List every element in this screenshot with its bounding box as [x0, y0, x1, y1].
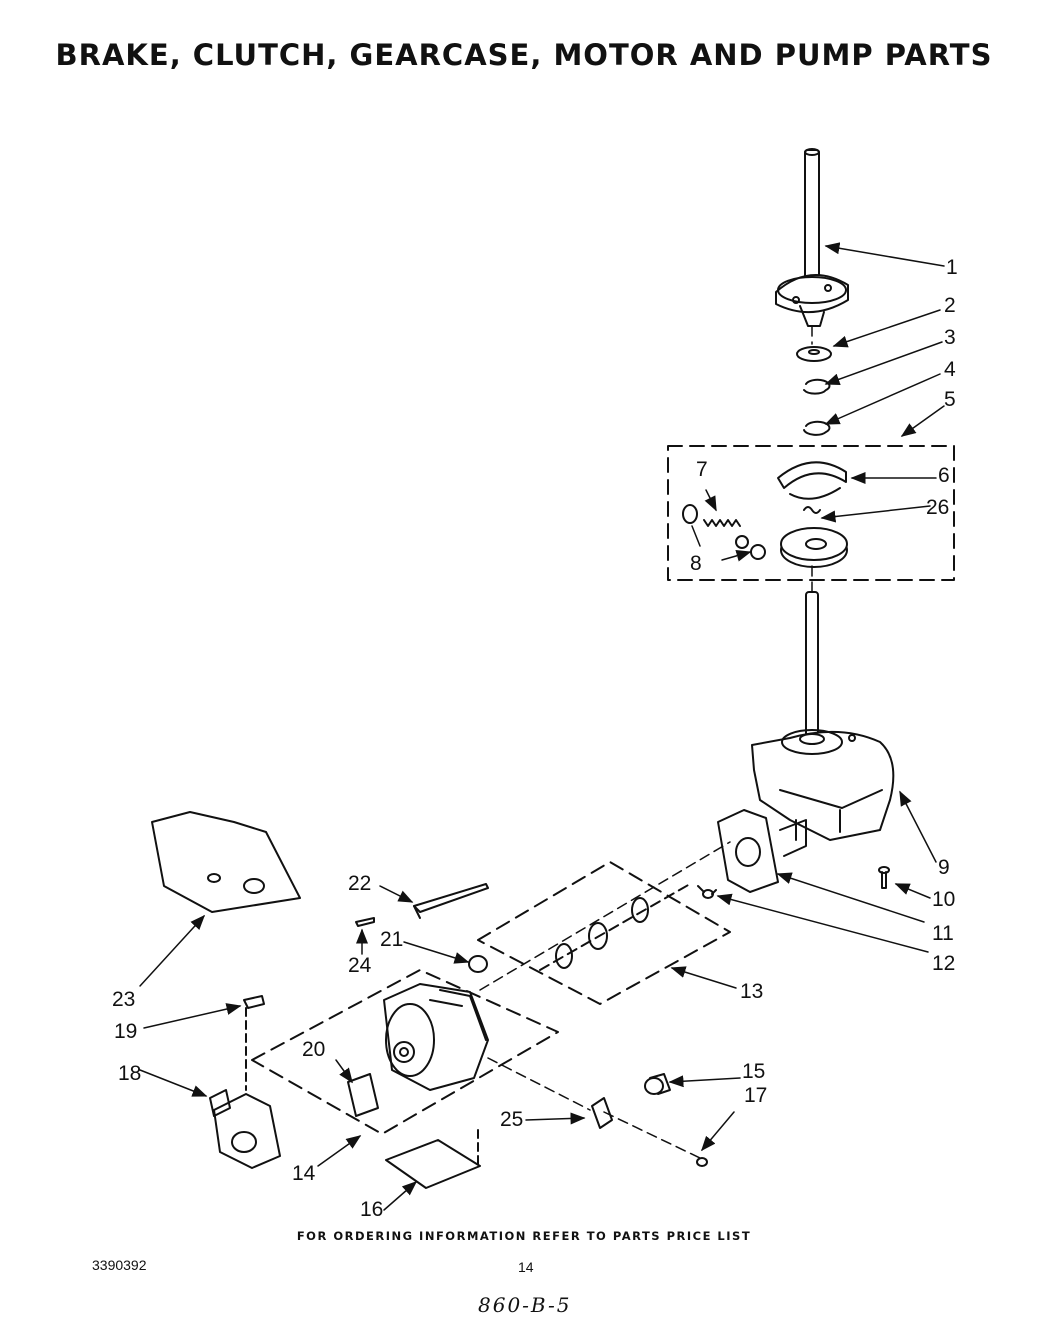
part-25-clip	[591, 1097, 613, 1129]
part-7-spring	[703, 519, 749, 549]
part-8-nut	[682, 504, 766, 560]
callout-1: 1	[946, 256, 958, 279]
callout-3: 3	[944, 326, 956, 349]
callout-9: 9	[938, 856, 950, 879]
part-23-shield	[151, 811, 301, 913]
callout-18: 18	[118, 1062, 141, 1085]
part-21-grommet	[468, 955, 488, 973]
part-17-screw	[696, 1157, 708, 1167]
part-24-screw	[355, 917, 375, 927]
alignment-lines	[479, 325, 813, 1159]
page-title: BRAKE, CLUTCH, GEARCASE, MOTOR AND PUMP …	[55, 38, 993, 72]
callout-24: 24	[348, 954, 372, 977]
part-2-washer	[796, 346, 832, 362]
part-9-gearcase	[751, 591, 895, 841]
part-16-mounting-plate	[385, 1129, 481, 1189]
callout-25: 25	[500, 1108, 523, 1131]
callout-15: 15	[742, 1060, 765, 1083]
part-12-screw	[697, 885, 717, 899]
callout-4: 4	[944, 358, 956, 381]
callout-17: 17	[744, 1084, 767, 1107]
callout-16: 16	[360, 1198, 383, 1221]
part-20-switch	[347, 1073, 379, 1117]
document-number: 3390392	[92, 1257, 147, 1273]
callout-21: 21	[380, 928, 403, 951]
callout-26: 26	[926, 496, 949, 519]
callout-11: 11	[932, 922, 954, 945]
part-1-brake-shaft-assembly	[775, 148, 849, 327]
callout-8: 8	[690, 552, 702, 575]
callout-6: 6	[938, 464, 950, 487]
callout-10: 10	[932, 888, 955, 911]
part-19-hose	[243, 995, 265, 1091]
part-15-capacitor	[644, 1073, 671, 1095]
callout-labels: 1 2 3 4 5 6 26 7 8 9 10 11 12 13 14 15 1…	[112, 256, 958, 1221]
part-13-coupling-components	[539, 883, 691, 971]
callout-12: 12	[932, 952, 955, 975]
callout-22: 22	[348, 872, 371, 895]
part-22-bracket	[413, 883, 489, 919]
part-14-motor-group-box	[251, 969, 559, 1135]
part-26-clutch-spring	[803, 506, 821, 514]
part-3-retaining-ring	[803, 378, 831, 395]
callout-23: 23	[112, 988, 135, 1011]
callout-leaders	[139, 242, 945, 1211]
part-6-clutch-band	[777, 461, 847, 500]
callout-13: 13	[740, 980, 763, 1003]
part-4-clip	[803, 420, 831, 436]
part-18-pump	[209, 1089, 281, 1169]
part-5-clutch-group-box	[667, 445, 955, 581]
part-clutch-drum	[780, 527, 848, 568]
part-13-coupling-group-box	[477, 861, 731, 1005]
callout-19: 19	[114, 1020, 137, 1043]
page-number: 14	[518, 1259, 534, 1275]
part-10-screw	[878, 866, 890, 889]
callout-5: 5	[944, 388, 956, 411]
handwritten-reference: 860-B-5	[478, 1293, 572, 1317]
callout-20: 20	[302, 1038, 325, 1061]
callout-14: 14	[292, 1162, 316, 1185]
part-motor	[383, 983, 489, 1091]
callout-7: 7	[696, 458, 708, 481]
callout-2: 2	[944, 294, 956, 317]
ordering-info-note: FOR ORDERING INFORMATION REFER TO PARTS …	[296, 1229, 752, 1243]
